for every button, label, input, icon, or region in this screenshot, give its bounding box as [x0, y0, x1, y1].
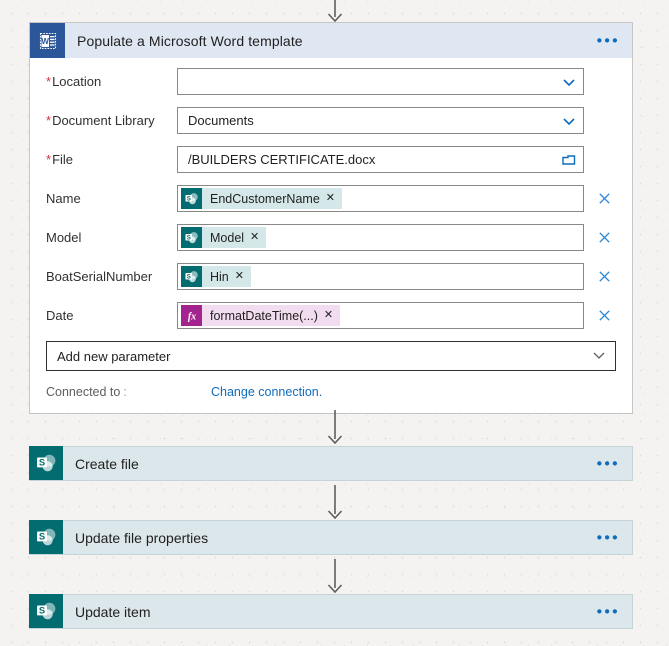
sharepoint-icon: S: [181, 266, 202, 287]
required-asterisk: *: [46, 74, 52, 89]
close-icon[interactable]: ✕: [234, 270, 244, 282]
field-label-location: *Location: [46, 74, 102, 89]
card-title: Update item: [75, 603, 151, 620]
svg-text:S: S: [39, 457, 45, 467]
location-dropdown[interactable]: [177, 68, 584, 95]
token-chip-label: formatDateTime(...)✕: [202, 305, 341, 326]
add-new-parameter-dropdown[interactable]: Add new parameter: [46, 341, 616, 371]
sharepoint-icon: S: [181, 188, 202, 209]
connected-to-label: Connected to :: [46, 385, 127, 399]
token-chip-endcustomername[interactable]: S EndCustomerName✕: [181, 188, 342, 209]
svg-text:fx: fx: [187, 311, 195, 322]
close-icon[interactable]: ✕: [250, 231, 260, 243]
file-value: /BUILDERS CERTIFICATE.docx: [188, 152, 376, 167]
required-asterisk: *: [46, 113, 52, 128]
model-input[interactable]: S Model✕: [177, 224, 584, 251]
remove-model-field-button[interactable]: [592, 230, 616, 245]
field-label-file: *File: [46, 152, 74, 167]
connection-separator: :: [123, 385, 127, 399]
remove-boatserialnumber-field-button[interactable]: [592, 269, 616, 284]
card-title: Update file properties: [75, 529, 209, 546]
boatserialnumber-input[interactable]: S Hin✕: [177, 263, 584, 290]
card-header-populate-word-template[interactable]: W Populate a Microsoft Word template •••: [30, 23, 632, 58]
chevron-down-icon[interactable]: [591, 347, 607, 366]
sharepoint-icon: S: [29, 446, 63, 480]
remove-date-field-button[interactable]: [592, 308, 616, 323]
field-row-date: Date fx formatDateTime(...)✕: [46, 302, 616, 329]
token-chip-label: Model✕: [202, 227, 267, 248]
folder-picker-icon[interactable]: [561, 152, 577, 168]
token-chip-label: Hin✕: [202, 266, 251, 287]
change-connection-link[interactable]: Change connection.: [211, 385, 323, 399]
card-body-populate-word-template: *Location *Document Library Documents: [30, 58, 632, 413]
token-chip-formatdatetime[interactable]: fx formatDateTime(...)✕: [181, 305, 341, 326]
token-chip-label: EndCustomerName✕: [202, 188, 342, 209]
card-update-item[interactable]: S Update item •••: [29, 594, 633, 629]
card-more-menu-button[interactable]: •••: [596, 529, 620, 546]
card-create-file[interactable]: S Create file •••: [29, 446, 633, 481]
required-asterisk: *: [46, 152, 52, 167]
svg-text:S: S: [187, 234, 191, 241]
card-update-file-properties[interactable]: S Update file properties •••: [29, 520, 633, 555]
field-row-document-library: *Document Library Documents: [46, 107, 616, 134]
field-label-name: Name: [46, 191, 81, 206]
document-library-value: Documents: [188, 113, 254, 128]
add-new-parameter-label: Add new parameter: [57, 348, 171, 364]
svg-text:S: S: [39, 531, 45, 541]
card-populate-word-template[interactable]: W Populate a Microsoft Word template •••…: [29, 22, 633, 414]
field-row-model: Model S Model✕: [46, 224, 616, 251]
svg-text:S: S: [187, 273, 191, 280]
fx-icon: fx: [181, 305, 202, 326]
sharepoint-icon: S: [29, 520, 63, 554]
sharepoint-icon: S: [29, 594, 63, 628]
remove-name-field-button[interactable]: [592, 191, 616, 206]
field-row-location: *Location: [46, 68, 616, 95]
card-more-menu-button[interactable]: •••: [596, 603, 620, 620]
connection-row: Connected to : Change connection.: [46, 385, 616, 399]
svg-text:S: S: [39, 605, 45, 615]
field-row-name: Name S EndCustomerName✕: [46, 185, 616, 212]
svg-text:W: W: [41, 37, 49, 46]
close-icon[interactable]: ✕: [323, 309, 334, 321]
document-library-dropdown[interactable]: Documents: [177, 107, 584, 134]
token-chip-model[interactable]: S Model✕: [181, 227, 267, 248]
card-title: Populate a Microsoft Word template: [77, 32, 303, 49]
field-label-date: Date: [46, 308, 74, 323]
date-input[interactable]: fx formatDateTime(...)✕: [177, 302, 584, 329]
chevron-down-icon[interactable]: [561, 74, 577, 90]
field-label-model: Model: [46, 230, 82, 245]
token-chip-hin[interactable]: S Hin✕: [181, 266, 251, 287]
card-more-menu-button[interactable]: •••: [596, 32, 620, 49]
card-title: Create file: [75, 455, 139, 472]
field-label-boatserialnumber: BoatSerialNumber: [46, 269, 153, 284]
chevron-down-icon[interactable]: [561, 113, 577, 129]
close-icon[interactable]: ✕: [325, 192, 335, 204]
svg-text:S: S: [187, 195, 191, 202]
word-icon: W: [30, 23, 65, 58]
name-input[interactable]: S EndCustomerName✕: [177, 185, 584, 212]
card-more-menu-button[interactable]: •••: [596, 455, 620, 472]
file-input[interactable]: /BUILDERS CERTIFICATE.docx: [177, 146, 584, 173]
sharepoint-icon: S: [181, 227, 202, 248]
field-row-boatserialnumber: BoatSerialNumber S Hin✕: [46, 263, 616, 290]
field-label-document-library: *Document Library: [46, 113, 155, 128]
field-row-file: *File /BUILDERS CERTIFICATE.docx: [46, 146, 616, 173]
